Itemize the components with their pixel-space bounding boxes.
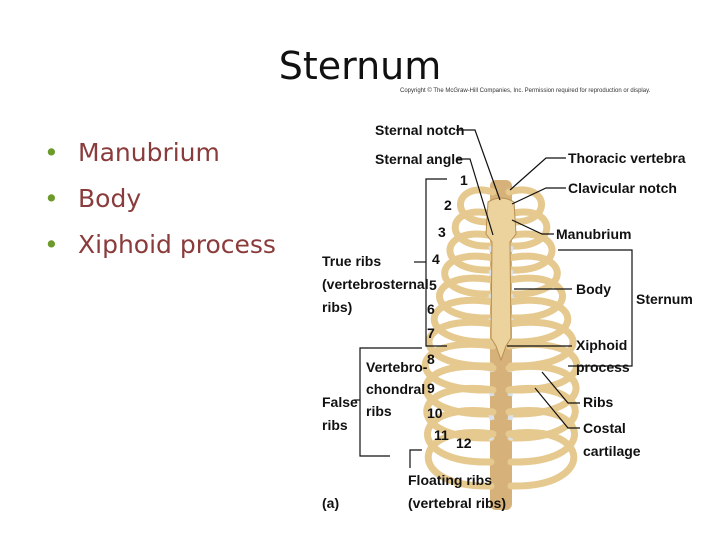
- bullet-dot-icon: •: [44, 230, 59, 259]
- rib-6-left: [430, 296, 497, 346]
- rib-number: 11: [434, 427, 449, 443]
- rib-1-left: [457, 186, 497, 226]
- rib-4-right: [505, 252, 561, 298]
- bullet-item-manubrium: •Manubrium: [44, 130, 276, 176]
- rib-3-left: [446, 230, 497, 274]
- rib-5-left: [436, 274, 497, 322]
- rib-number: 2: [444, 197, 452, 213]
- rib-number: 10: [427, 405, 443, 421]
- label-true-ribs: True ribs: [322, 253, 381, 269]
- bullet-dot-icon: •: [44, 138, 59, 167]
- label-clavicular-notch: Clavicular notch: [568, 180, 677, 196]
- rib-5-right: [505, 274, 566, 322]
- rib-number: 8: [427, 351, 435, 367]
- rib-number: 5: [429, 277, 437, 293]
- rib-number: 3: [438, 224, 446, 240]
- label-ribs-2: ribs: [366, 403, 392, 419]
- bullet-list: •Manubrium •Body •Xiphoid process: [44, 130, 276, 268]
- label-false: False: [322, 394, 358, 410]
- rib-4-left: [441, 252, 497, 298]
- label-ribs: Ribs: [583, 394, 614, 410]
- costal-cartilage-10-left: [488, 436, 495, 442]
- rib-number: 4: [432, 251, 440, 267]
- label-thoracic-vertebra: Thoracic vertebra: [568, 150, 686, 166]
- label-vertebrosternal: (vertebrosternal: [322, 276, 429, 292]
- ribs-group: [421, 186, 581, 490]
- thoracic-cage-illustration: Sternal notch Sternal angle True ribs (v…: [322, 122, 693, 511]
- label-chondral: chondral: [366, 381, 425, 397]
- leader-lines: [354, 129, 633, 468]
- label-ribs-paren: ribs): [322, 299, 352, 315]
- rib-12-left: [424, 429, 497, 490]
- bullet-item-xiphoid: •Xiphoid process: [44, 222, 276, 268]
- rib-2-left: [451, 208, 497, 250]
- rib-11-right: [505, 407, 578, 466]
- rib-12-right: [505, 429, 578, 490]
- rib-number: 6: [427, 301, 435, 317]
- label-xiphoid: Xiphoid: [576, 337, 627, 353]
- label-cartilage: cartilage: [583, 443, 641, 459]
- rib-11-left: [424, 407, 497, 466]
- rib-number: 9: [427, 380, 435, 396]
- rib-number: 7: [427, 325, 435, 341]
- copyright-notice: Copyright © The McGraw-Hill Companies, I…: [400, 88, 651, 94]
- label-body: Body: [576, 281, 611, 297]
- rib-number: 12: [456, 435, 472, 451]
- label-process: process: [576, 359, 630, 375]
- rib-1-right: [505, 186, 545, 226]
- label-floating-ribs: Floating ribs: [408, 472, 492, 488]
- label-manubrium: Manubrium: [556, 226, 631, 242]
- rib-2-right: [505, 208, 551, 250]
- label-vertebro: Vertebro-: [366, 359, 428, 375]
- bullet-item-body: •Body: [44, 176, 276, 222]
- costal-cartilage-10-right: [507, 436, 514, 442]
- label-costal: Costal: [583, 420, 626, 436]
- label-ribs-3: ribs: [322, 417, 348, 433]
- bullet-dot-icon: •: [44, 184, 59, 213]
- rib-number: 1: [460, 172, 468, 188]
- sternum-bone: [485, 197, 517, 362]
- rib-cage-drawing: [421, 180, 581, 510]
- label-sternal-notch: Sternal notch: [375, 122, 464, 138]
- slide-title: Sternum: [278, 44, 442, 88]
- label-sternal-angle: Sternal angle: [375, 151, 463, 167]
- label-sternum: Sternum: [636, 291, 693, 307]
- rib-6-right: [505, 296, 572, 346]
- rib-3-right: [505, 230, 556, 274]
- label-vertebral-ribs: (vertebral ribs): [408, 495, 506, 511]
- panel-label: (a): [322, 495, 339, 511]
